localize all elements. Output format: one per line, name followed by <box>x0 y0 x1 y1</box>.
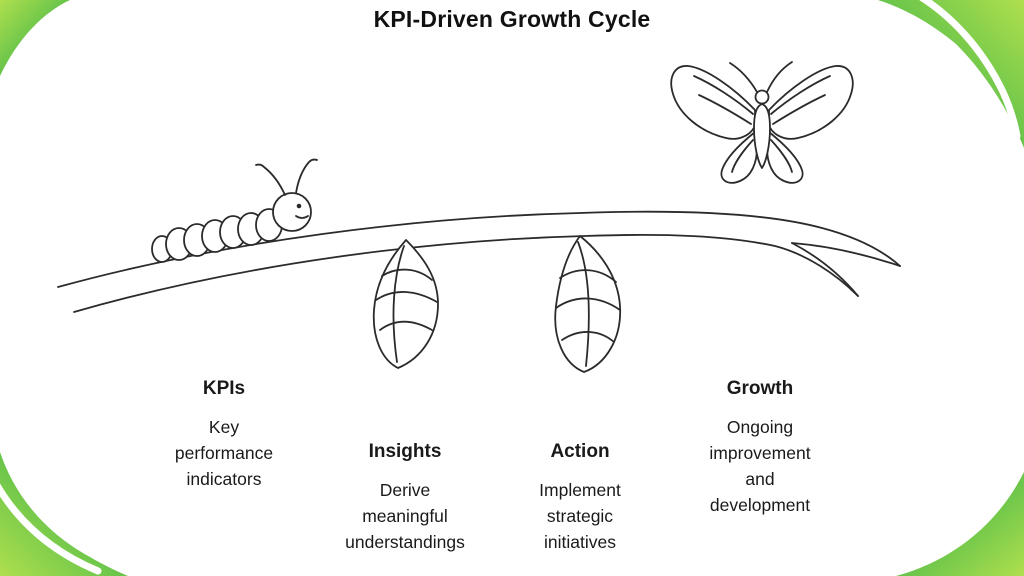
branch <box>57 210 901 313</box>
line-art <box>57 61 901 373</box>
corner-bottom-left-sliver <box>0 483 102 575</box>
stage-growth: Growth Ongoing improvement and developme… <box>696 378 824 518</box>
corner-bottom-right <box>896 472 1024 576</box>
stage-insights: Insights Derive meaningful understanding… <box>339 441 471 555</box>
chrysalis-icon <box>554 235 621 373</box>
corner-bottom-left <box>0 452 128 576</box>
caterpillar-icon <box>151 158 318 263</box>
stage-description: Derive meaningful understandings <box>345 480 465 552</box>
butterfly-icon <box>670 61 854 184</box>
corner-top-right-sliver <box>918 0 1021 140</box>
stage-heading: Growth <box>726 378 794 399</box>
corner-top-right <box>878 0 1024 148</box>
stage-action: Action Implement strategic initiatives <box>518 441 642 555</box>
stage-description: Ongoing improvement and development <box>709 417 811 515</box>
stage-description: Key performance indicators <box>174 417 274 489</box>
corner-top-left <box>0 0 70 76</box>
chrysalis-icon <box>372 239 439 369</box>
stage-heading: KPIs <box>202 378 246 399</box>
stage-heading: Action <box>550 441 610 462</box>
stage-kpis: KPIs Key performance indicators <box>165 378 283 492</box>
stage-heading: Insights <box>368 441 442 462</box>
stage-description: Implement strategic initiatives <box>539 480 621 552</box>
page-title: KPI-Driven Growth Cycle <box>373 6 651 32</box>
